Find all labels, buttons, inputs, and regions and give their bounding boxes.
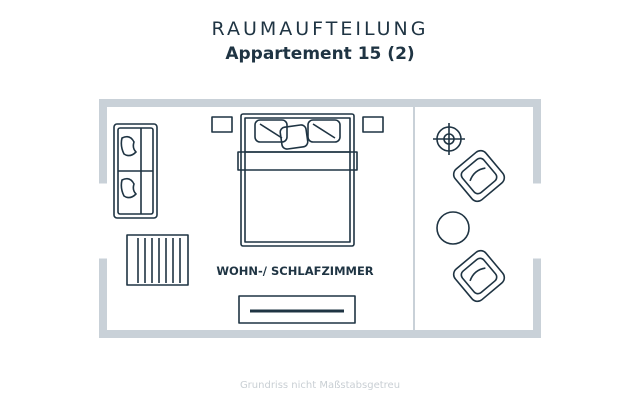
desk <box>126 234 189 286</box>
floor-lamp-icon <box>433 123 465 155</box>
tv-sideboard <box>238 295 356 324</box>
exterior-walls <box>99 99 541 338</box>
plan-title: RAUMAUFTEILUNG <box>211 18 429 40</box>
room-label-living-bedroom: WOHN-/ SCHLAFZIMMER <box>216 264 374 278</box>
sofa <box>113 123 158 219</box>
armchair-top <box>452 149 506 203</box>
double-bed <box>237 113 358 247</box>
apartment-name: Appartement 15 (2) <box>225 44 415 64</box>
round-table <box>436 211 470 245</box>
nightstand-left <box>211 116 233 133</box>
armchair-bottom <box>452 249 506 303</box>
scale-disclaimer: Grundriss nicht Maßstabsgetreu <box>239 380 401 391</box>
nightstand-right <box>362 116 384 133</box>
